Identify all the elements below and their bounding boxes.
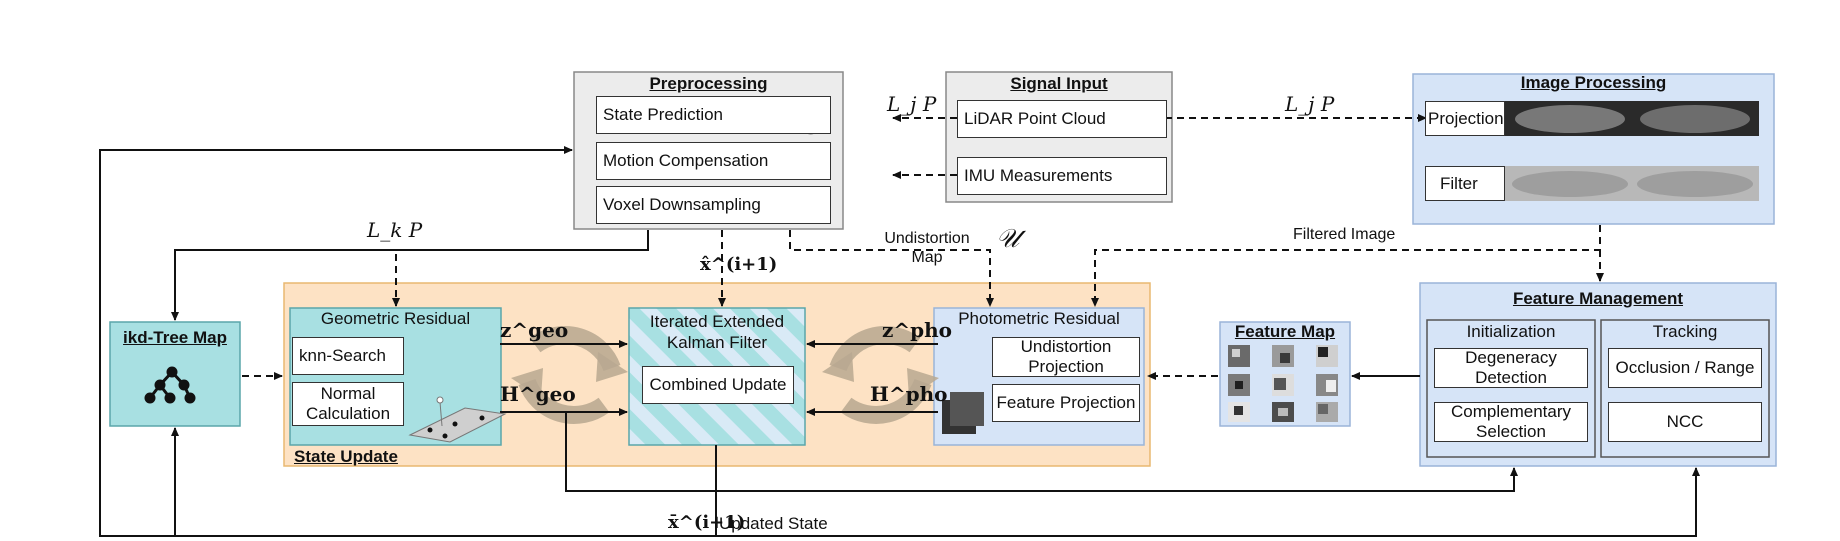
signal-input-title: Signal Input [1010,74,1108,93]
knn-search-item: knn-Search [292,337,404,375]
tree-icon [144,366,196,404]
feature-map-title: Feature Map [1234,322,1336,341]
projection-item: Projection [1425,101,1505,136]
pho-cycle-head-1 [822,352,854,382]
filter-image-blob-left [1512,171,1628,197]
x-hat-label: x̂^(i+1) [700,254,778,275]
preprocessing-title: Preprocessing [649,74,768,93]
combined-update-item: Combined Update [642,366,794,404]
image-processing-box [1412,73,1775,225]
geo-cycle-head-1 [596,352,628,382]
motion-compensation-item: Motion Compensation [596,142,831,180]
iekf-title: Iterated Extended Kalman Filter [649,312,785,352]
projection-image-blob-right [1640,105,1750,133]
h-pho-label: H^pho [870,382,948,406]
updated-state-label: Updated State [719,514,828,533]
state-prediction-item: State Prediction [596,96,831,134]
solid-edges [99,146,1700,537]
image-processing-title: Image Processing [1520,73,1667,92]
ncc-item: NCC [1608,402,1762,442]
ikd-tree-title: ikd-Tree Map [123,328,227,347]
undistortion-map-label: Undistortion Map [884,230,970,266]
occlusion-range-item: Occlusion / Range [1608,348,1762,388]
projection-image-blob-left [1515,105,1625,133]
u-symbol-label: 𝒰 [996,224,1020,254]
lj-p-right-label: L_j P [1285,92,1335,116]
feature-projection-item: Feature Projection [992,384,1140,422]
pho-cycle-head-2 [907,368,939,398]
complementary-selection-item: Complementary Selection [1434,402,1588,442]
imu-measurements-item: IMU Measurements [957,157,1167,195]
initialization-title: Initialization [1466,322,1556,341]
h-geo-label: H^geo [500,382,576,406]
geo-cycle-head-2 [511,368,543,398]
geometric-residual-title: Geometric Residual [320,309,471,328]
stacked-frames-icon [942,392,984,434]
voxel-downsampling-item: Voxel Downsampling [596,186,831,224]
lidar-point-cloud-item: LiDAR Point Cloud [957,100,1167,138]
x-bar-label: x̄^(i+1) [668,512,746,533]
undistortion-projection-item: Undistortion Projection [992,337,1140,377]
normal-calculation-item: Normal Calculation [292,382,404,426]
lk-p-label: L_k P [367,218,423,242]
feature-management-title: Feature Management [1512,289,1684,308]
tracking-title: Tracking [1652,322,1718,341]
z-pho-label: z^pho [882,318,952,342]
state-update-label: State Update [294,447,398,466]
plane-icon [408,396,507,443]
filter-image-blob-right [1637,171,1753,197]
filter-item: Filter [1425,166,1505,201]
filtered-image-label: Filtered Image [1293,226,1396,243]
degeneracy-detection-item: Degeneracy Detection [1434,348,1588,388]
lj-p-left-label: L_j P [887,92,937,116]
z-geo-label: z^geo [500,318,569,342]
photometric-residual-title: Photometric Residual [958,309,1120,328]
feature-patches [1228,345,1338,422]
